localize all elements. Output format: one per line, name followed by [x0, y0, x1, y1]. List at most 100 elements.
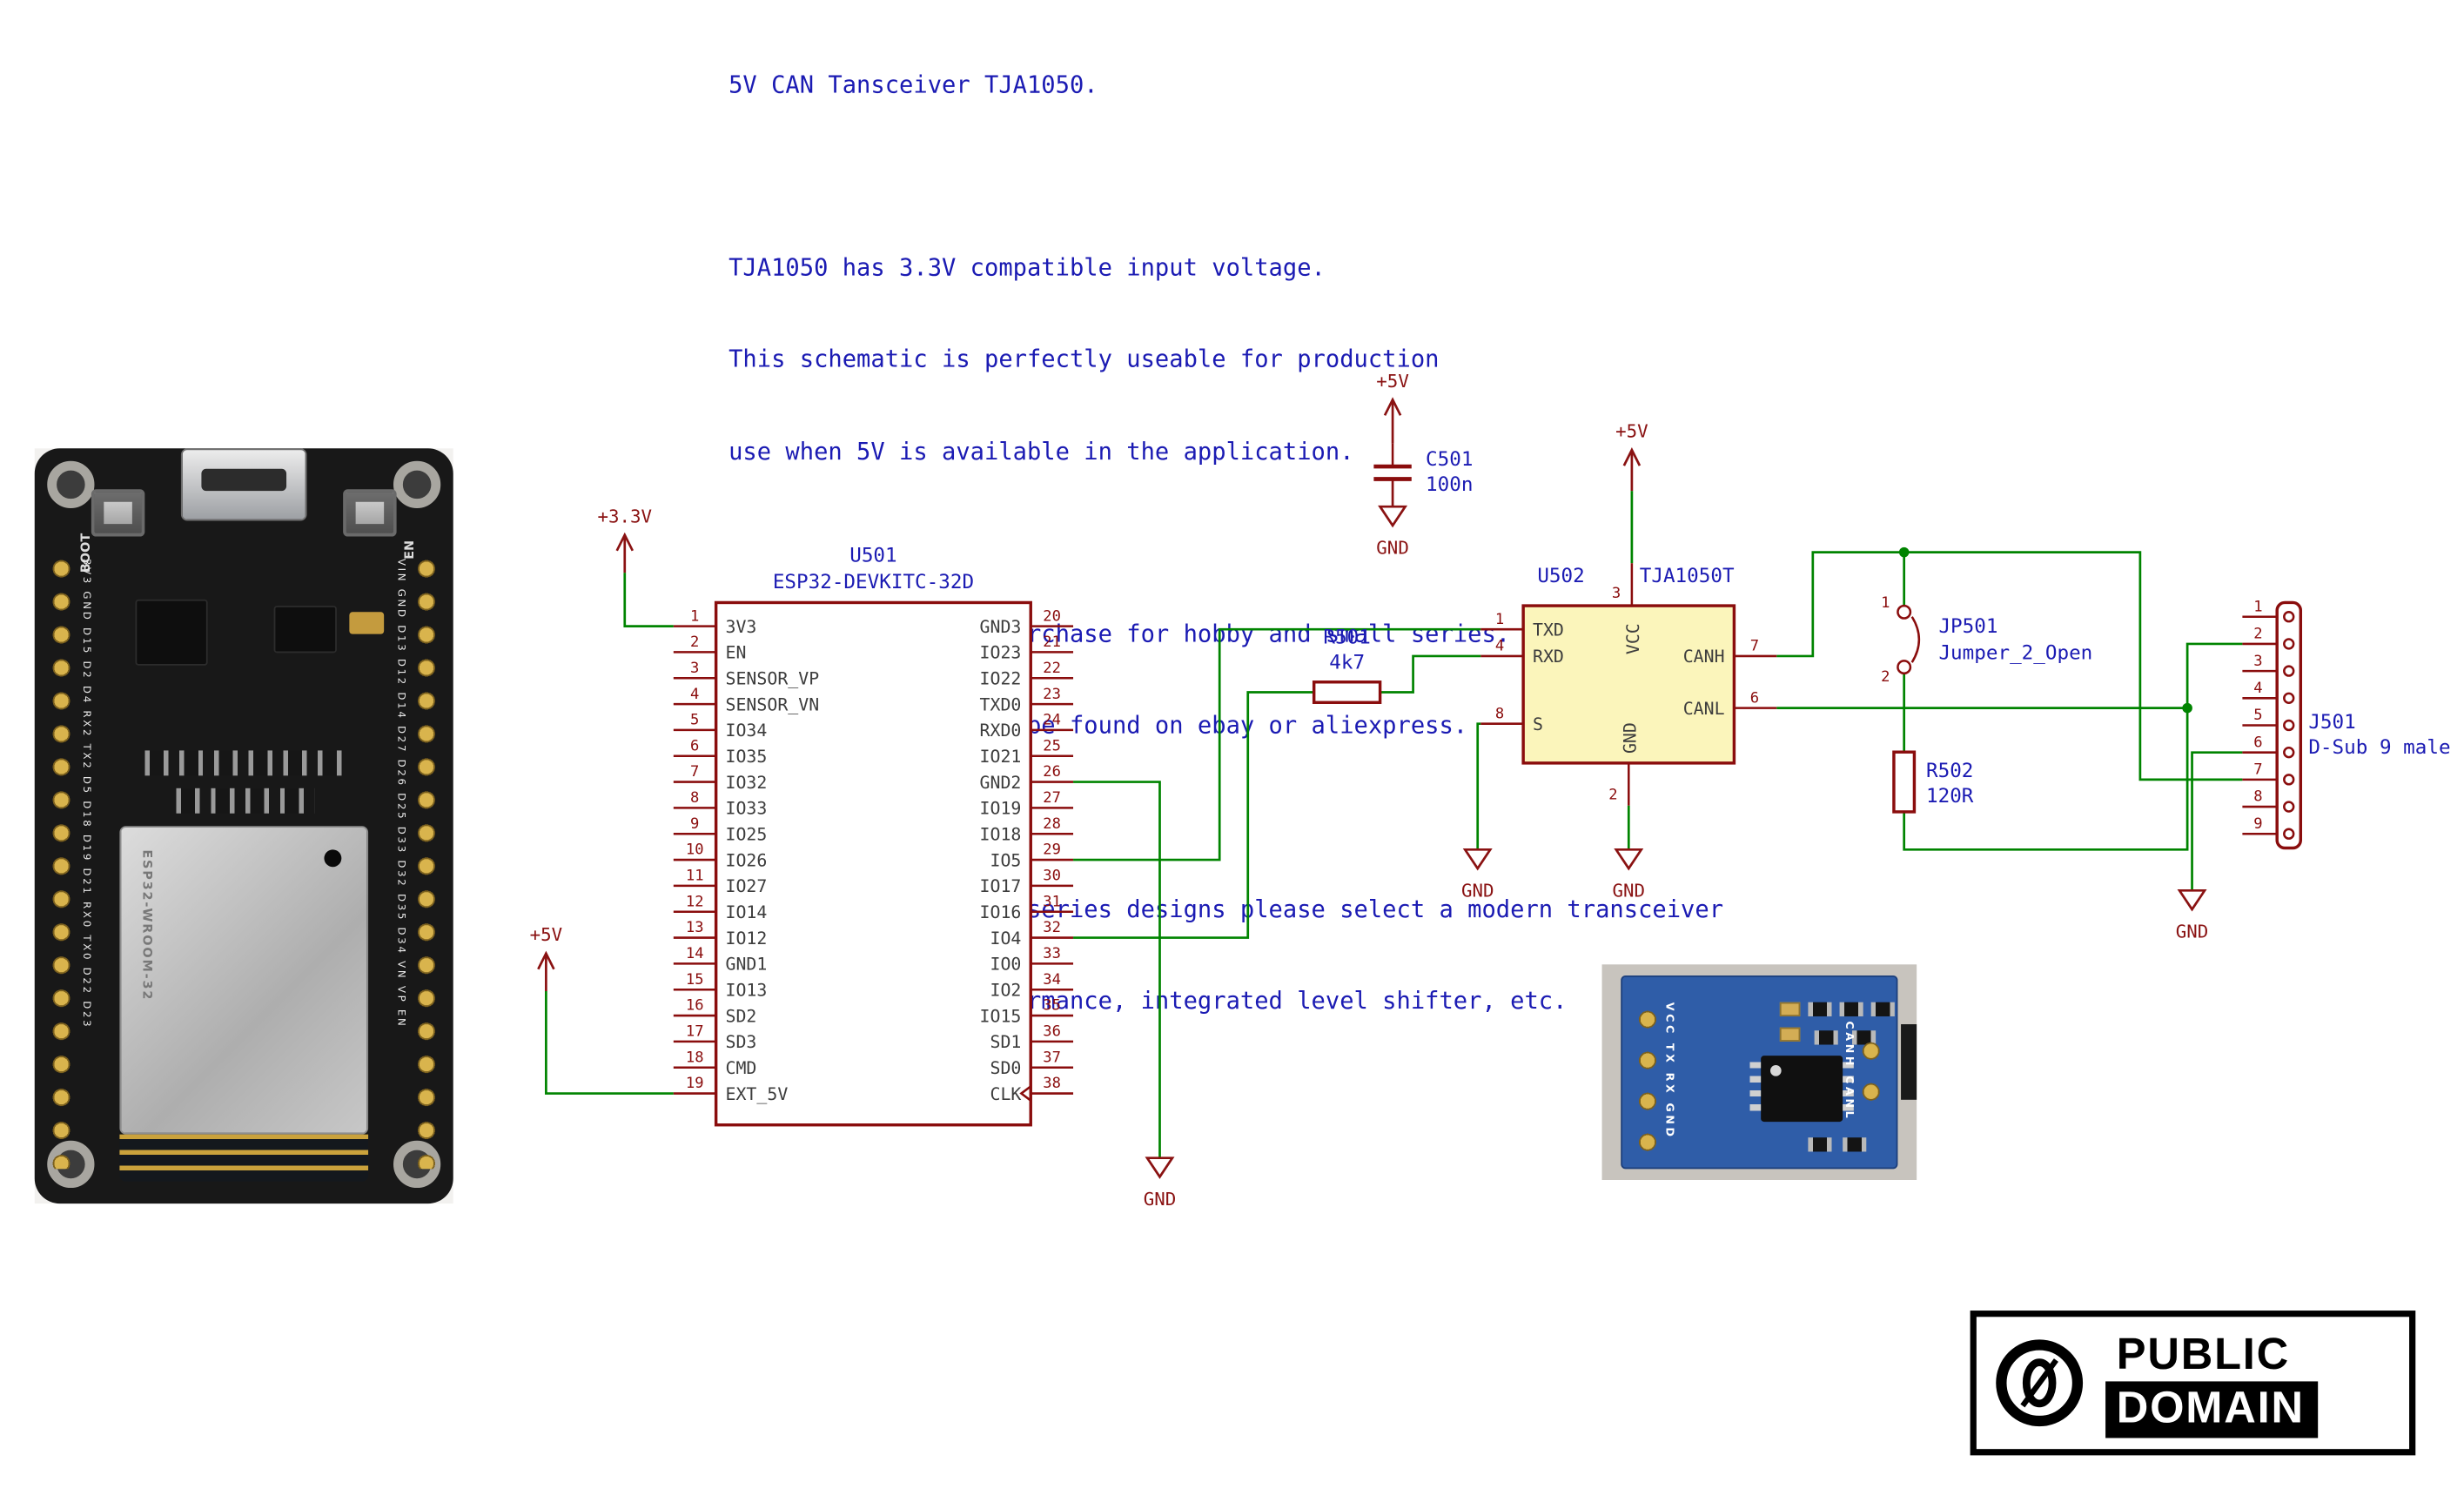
pin-name: IO14: [725, 902, 767, 922]
usb-slot: [201, 468, 287, 492]
c501-reference: C501: [1426, 448, 1473, 471]
module-labels-left: VCC TX RX GND: [1663, 1002, 1676, 1140]
pin-number: 19: [686, 1075, 704, 1092]
r502-reference: R502: [1926, 760, 1973, 782]
jp501-jumper: 1 2 JP501 Jumper_2_Open: [1881, 594, 2092, 686]
pin-name: CMD: [725, 1058, 756, 1078]
shield-dot: [324, 849, 342, 868]
connector-pin-circle: [2283, 692, 2295, 704]
pin-number: 28: [1043, 815, 1061, 833]
public-domain-badge: PUBLIC DOMAIN: [1970, 1311, 2416, 1456]
pin-number: 7: [2253, 761, 2262, 779]
pin-name: IO26: [725, 850, 767, 870]
pin-number: 2: [2253, 626, 2262, 643]
smd-resistor: [1843, 1137, 1867, 1152]
tantalum-capacitor: [349, 612, 385, 634]
pin-name: SD0: [990, 1058, 1021, 1078]
pin-name: IO25: [725, 824, 767, 844]
pin-number: 27: [1043, 789, 1061, 807]
pin-number: 25: [1043, 737, 1061, 754]
pin-number: 6: [1750, 689, 1759, 707]
pin-name: SD2: [725, 1006, 756, 1026]
pin-name: CANH: [1683, 647, 1725, 667]
pin-name: GND2: [980, 773, 1022, 793]
pin-name: IO32: [725, 773, 767, 793]
r501-resistor: R501 4k7: [1312, 626, 1382, 704]
pin-number: 34: [1043, 971, 1061, 989]
pin-name: IO19: [980, 799, 1022, 819]
r501-value: 4k7: [1329, 651, 1365, 674]
pin-number: 12: [686, 893, 704, 910]
micro-usb-connector: [180, 448, 307, 521]
connector-pin-circle: [2283, 665, 2295, 677]
chip-legs: [1749, 1062, 1762, 1116]
power-label-gnd: GND: [1376, 537, 1409, 558]
pin-number: 10: [686, 841, 704, 859]
pin-name: IO23: [980, 643, 1022, 663]
chip-pin1-dot: [1770, 1065, 1782, 1076]
pin-name: SENSOR_VN: [725, 694, 819, 714]
tja1050-symbol: U502 TJA1050T 1TXD4RXD8S7CANH6CANL3VCC2G…: [1480, 563, 1777, 806]
module-pcb: VCC TX RX GND CANH CANL: [1621, 975, 1898, 1170]
pin-number: 26: [1043, 763, 1061, 781]
pin-number: 36: [1043, 1023, 1061, 1041]
esp32-module-shield: ESP32-WROOM-32: [119, 826, 369, 1135]
pin-name: SD3: [725, 1032, 756, 1052]
power-symbols: +3.3V +5V +5V +5V GND GND GND GN: [530, 371, 2209, 1210]
power-label-3v3: +3.3V: [597, 506, 652, 526]
pin-number: 1: [690, 607, 699, 625]
pin-name: IO17: [980, 876, 1022, 896]
pin-number: 22: [1043, 660, 1061, 677]
pin-number: 4: [2253, 680, 2262, 697]
pin-number: 21: [1043, 634, 1061, 651]
connector-pin-circle: [2283, 801, 2295, 813]
module-pads-left: [1635, 999, 1661, 1163]
pin-number: 5: [2253, 707, 2262, 724]
pin-name: IO34: [725, 721, 767, 741]
power-label-5v: +5V: [530, 924, 563, 945]
pin-number: 3: [690, 660, 699, 677]
public-label: PUBLIC: [2116, 1328, 2291, 1378]
power-label-5v: +5V: [1376, 371, 1409, 392]
connector-pin-circle: [2283, 774, 2295, 786]
pin-number: 23: [1043, 686, 1061, 703]
pin-number: 8: [690, 789, 699, 807]
mounting-hole: [47, 460, 95, 508]
esp32-reference: U501: [849, 544, 896, 566]
pin-name: CANL: [1683, 699, 1725, 719]
note-line: This schematic is perfectly useable for …: [728, 345, 1440, 374]
pin-name: SENSOR_VP: [725, 668, 819, 688]
tja1050-chip: [1749, 1056, 1854, 1123]
pin-name: IO35: [725, 747, 767, 767]
tja1050-reference: U502: [1537, 565, 1584, 587]
pin-name: RXD: [1533, 647, 1564, 667]
pin-number: 17: [686, 1023, 704, 1041]
pin-name: IO15: [980, 1006, 1022, 1026]
pin-number: 30: [1043, 868, 1061, 885]
smd-components-row: [176, 788, 315, 814]
pin-number: 2: [1608, 786, 1617, 803]
pin-number: 13: [686, 919, 704, 936]
pin-name: VCC: [1623, 623, 1643, 654]
pin-number: 3: [1612, 585, 1621, 602]
pin-number: 8: [1495, 705, 1504, 722]
connector-pin-circle: [2283, 638, 2295, 650]
esp32-value: ESP32-DEVKITC-32D: [773, 571, 974, 593]
pin-name: EXT_5V: [725, 1084, 788, 1104]
pin-number: 29: [1043, 841, 1061, 859]
jp501-pin-number: 1: [1881, 594, 1890, 612]
chip-legs: [1843, 1062, 1854, 1116]
jp501-reference: JP501: [1938, 615, 1997, 638]
esp32-left-pins: 13V32EN3SENSOR_VP4SENSOR_VN5IO346IO357IO…: [673, 607, 819, 1104]
module-pads-right: [1858, 1030, 1884, 1113]
pin-number: 4: [1495, 638, 1504, 655]
pin-number: 20: [1043, 607, 1061, 625]
smd-resistor: [1808, 1002, 1832, 1016]
power-label-gnd: GND: [1613, 881, 1646, 902]
pin-number: 6: [690, 737, 699, 754]
